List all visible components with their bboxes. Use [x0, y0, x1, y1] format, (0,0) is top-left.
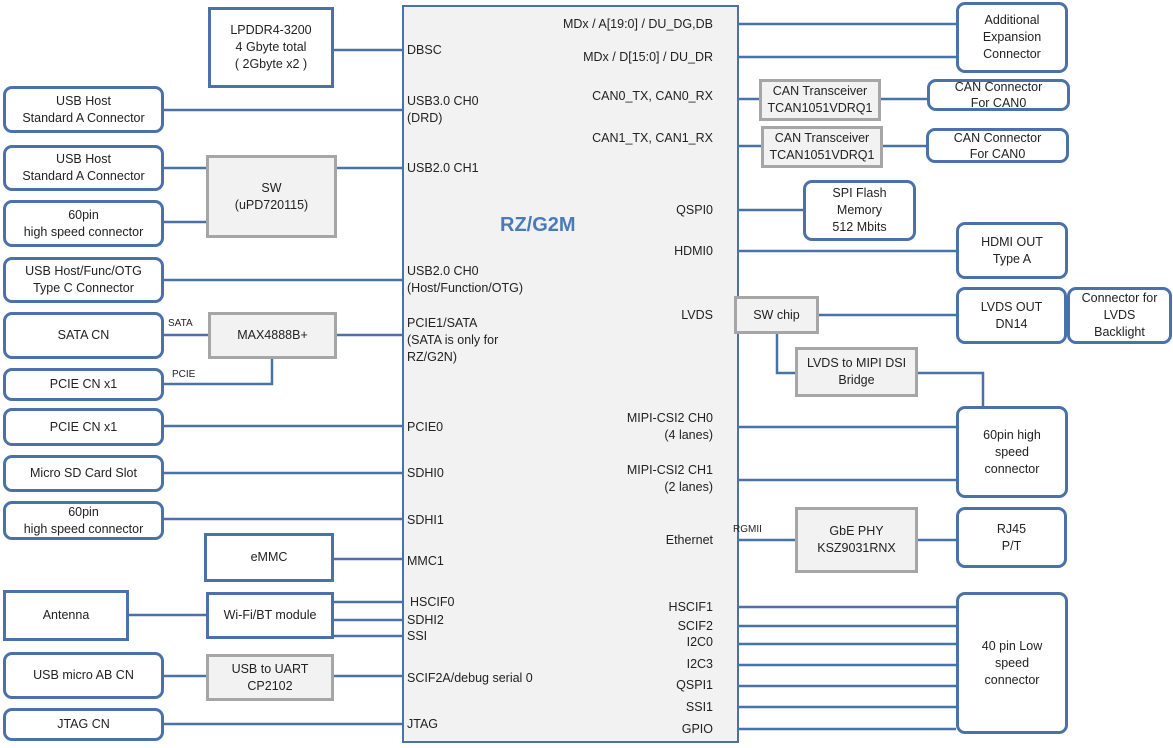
port-mipi-csi2-ch0: MIPI-CSI2 CH0 (4 lanes) [626, 411, 713, 442]
port-hdmi0: HDMI0 [674, 244, 713, 258]
can-connector-1: CAN Connector For CAN0 [926, 128, 1069, 163]
can-connector-0: CAN Connector For CAN0 [927, 79, 1070, 111]
port-mipi-csi2-ch1: MIPI-CSI2 CH1 (2 lanes) [626, 463, 713, 494]
port-dbsc: DBSC [407, 43, 442, 57]
port-lvds: LVDS [681, 308, 713, 322]
port-scif2: SCIF2 [677, 619, 713, 633]
port-usb3-ch0: USB3.0 CH0 (DRD) [407, 94, 479, 125]
chip-title: RZ/G2M [500, 214, 576, 236]
port-scif2a: SCIF2A/debug serial 0 [407, 671, 533, 685]
usb-host-connector-2: USB Host Standard A Connector [3, 145, 164, 191]
pcie-connector-2: PCIE CN x1 [3, 408, 164, 446]
high-speed-connector-2: 60pin high speed connector [3, 501, 164, 540]
port-ethernet: Ethernet [665, 533, 713, 547]
port-i2c3: I2C3 [686, 657, 713, 671]
port-ssi: SSI [407, 629, 428, 643]
can-transceiver-1: CAN Transceiver TCAN1051VDRQ1 [761, 126, 883, 168]
port-mmc1: MMC1 [407, 554, 444, 568]
sw-chip: SW chip [734, 296, 819, 334]
rz-g2m-chip [402, 5, 739, 743]
rgmii-signal-label: RGMII [733, 524, 762, 535]
pcie-connector-1: PCIE CN x1 [3, 368, 164, 401]
usb-to-uart-bridge: USB to UART CP2102 [206, 654, 334, 701]
port-i2c0: I2C0 [686, 635, 713, 649]
hdmi-out: HDMI OUT Type A [956, 222, 1068, 279]
emmc-block: eMMC [204, 533, 334, 582]
jtag-connector: JTAG CN [3, 708, 164, 741]
high-speed-connector-60pin: 60pin high speed connector [956, 406, 1068, 498]
sata-signal-label: SATA [168, 318, 193, 329]
type-c-connector: USB Host/Func/OTG Type C Connector [3, 257, 164, 303]
gbe-phy: GbE PHY KSZ9031RNX [795, 507, 918, 573]
spi-flash: SPI Flash Memory 512 Mbits [803, 180, 916, 241]
port-ssi1: SSI1 [685, 700, 713, 714]
port-hscif0: HSCIF0 [410, 595, 455, 609]
high-speed-connector-1: 60pin high speed connector [3, 200, 164, 247]
lvds-out: LVDS OUT DN14 [956, 287, 1067, 344]
port-jtag: JTAG [407, 717, 439, 731]
can-transceiver-0: CAN Transceiver TCAN1051VDRQ1 [759, 79, 881, 121]
port-mdx-d: MDx / D[15:0] / DU_DR [583, 50, 713, 64]
pcie-signal-label: PCIE [172, 369, 196, 380]
lvds-backlight-connector: Connector for LVDS Backlight [1067, 287, 1172, 344]
wifi-bt-module: Wi-Fi/BT module [206, 592, 334, 639]
sata-connector: SATA CN [3, 312, 164, 359]
rj45-connector: RJ45 P/T [956, 507, 1067, 568]
usb-host-connector-1: USB Host Standard A Connector [3, 86, 164, 133]
port-qspi0: QSPI0 [676, 203, 713, 217]
antenna-block: Antenna [3, 590, 129, 641]
micro-sd-slot: Micro SD Card Slot [3, 455, 164, 492]
port-can0: CAN0_TX, CAN0_RX [592, 89, 713, 103]
lpddr-block: LPDDR4-3200 4 Gbyte total ( 2Gbyte x2 ) [208, 7, 334, 88]
max4888-mux: MAX4888B+ [208, 312, 337, 359]
expansion-connector: Additional Expansion Connector [956, 2, 1068, 73]
port-sdhi0: SDHI0 [407, 466, 444, 480]
port-can1: CAN1_TX, CAN1_RX [592, 131, 713, 145]
port-sdhi1: SDHI1 [407, 513, 444, 527]
usb-micro-ab-connector: USB micro AB CN [3, 652, 164, 699]
low-speed-connector-40pin: 40 pin Low speed connector [956, 592, 1068, 734]
port-gpio: GPIO [681, 722, 713, 736]
port-usb2-ch0: USB2.0 CH0 (Host/Function/OTG) [407, 264, 523, 295]
port-sdhi2: SDHI2 [407, 613, 444, 627]
lvds-mipi-bridge: LVDS to MIPI DSI Bridge [795, 347, 918, 397]
port-usb2-ch1: USB2.0 CH1 [407, 161, 479, 175]
port-pcie0: PCIE0 [407, 420, 444, 434]
port-mdx-a: MDx / A[19:0] / DU_DG,DB [562, 17, 713, 31]
usb-switch: SW (uPD720115) [206, 155, 337, 238]
port-qspi1: QSPI1 [676, 678, 713, 692]
port-pcie1-sata: PCIE1/SATA (SATA is only for RZ/G2N) [407, 316, 499, 364]
port-hscif1: HSCIF1 [668, 600, 713, 614]
